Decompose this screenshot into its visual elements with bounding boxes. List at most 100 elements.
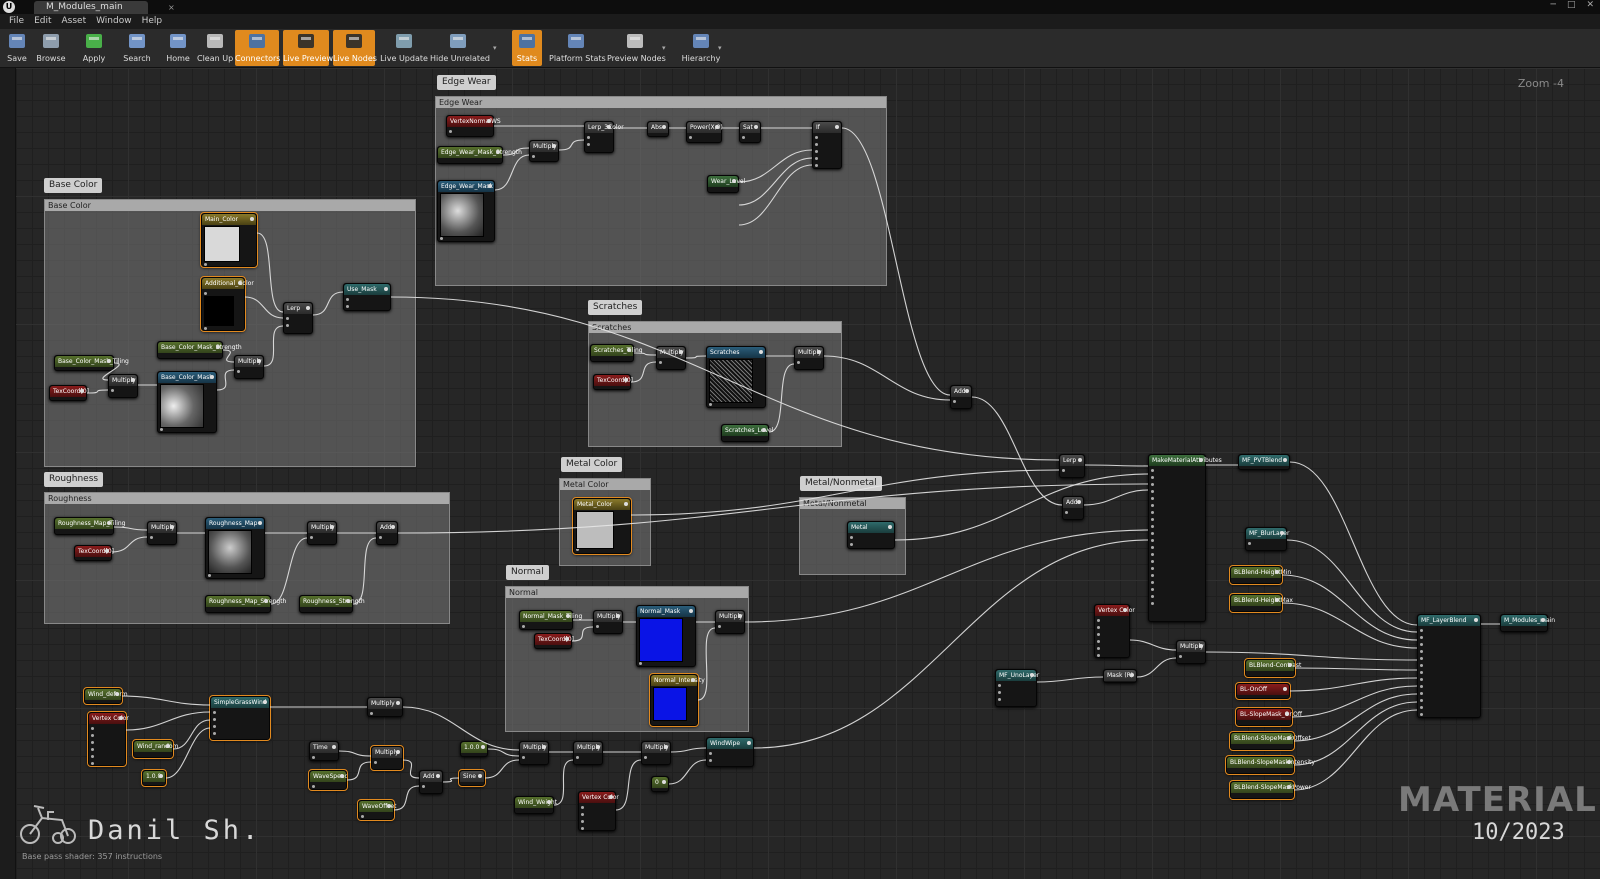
output-pin-icon[interactable] bbox=[609, 795, 613, 799]
node-1-0-0[interactable]: 1.0.0 bbox=[460, 741, 488, 757]
node-multiply[interactable]: Multiply bbox=[147, 521, 177, 545]
output-pin-icon[interactable] bbox=[1199, 644, 1203, 648]
output-pin-icon[interactable] bbox=[624, 502, 628, 506]
output-pin-icon[interactable] bbox=[496, 150, 500, 154]
output-pin-icon[interactable] bbox=[1280, 531, 1284, 535]
output-pin-icon[interactable] bbox=[1287, 760, 1291, 764]
toolbar-hide-unrelated-button[interactable]: Hide Unrelated bbox=[430, 30, 490, 66]
input-pin-icon[interactable] bbox=[522, 625, 525, 628]
node-blblend-heightmax[interactable]: BLBlend-HeightMax bbox=[1229, 593, 1293, 613]
output-pin-icon[interactable] bbox=[888, 525, 892, 529]
toolbar-hierarchy-button[interactable]: Hierarchy bbox=[680, 30, 722, 66]
comment-bubble-edge-wear[interactable]: Edge Wear bbox=[437, 75, 496, 90]
node-normal-intensity[interactable]: Normal_Intensity bbox=[649, 673, 705, 727]
input-pin-icon[interactable] bbox=[1151, 469, 1154, 472]
output-pin-icon[interactable] bbox=[210, 375, 214, 379]
output-pin-icon[interactable] bbox=[664, 745, 668, 749]
input-pin-icon[interactable] bbox=[1151, 483, 1154, 486]
input-pin-icon[interactable] bbox=[1097, 633, 1100, 636]
input-pin-icon[interactable] bbox=[709, 752, 712, 755]
node-bl-onoff[interactable]: BL-OnOff bbox=[1235, 682, 1291, 700]
output-pin-icon[interactable] bbox=[547, 800, 551, 804]
input-pin-icon[interactable] bbox=[639, 662, 642, 665]
node-scratches[interactable]: Scratches bbox=[706, 346, 766, 408]
output-pin-icon[interactable] bbox=[762, 428, 766, 432]
node-if[interactable]: If bbox=[812, 121, 842, 169]
node-additional-color[interactable]: Additional_Color bbox=[200, 276, 254, 332]
comment-bubble-normal[interactable]: Normal bbox=[506, 565, 549, 580]
input-pin-icon[interactable] bbox=[596, 625, 599, 628]
node-lerp[interactable]: Lerp bbox=[1059, 454, 1085, 478]
node-roughness-strength[interactable]: Roughness_Strength bbox=[299, 595, 365, 613]
node-mf-unolayer[interactable]: MF_UnoLayer bbox=[995, 669, 1039, 707]
input-pin-icon[interactable] bbox=[213, 711, 216, 714]
document-tab[interactable]: M_Modules_main× bbox=[34, 1, 175, 14]
input-pin-icon[interactable] bbox=[1420, 629, 1423, 632]
input-pin-icon[interactable] bbox=[1420, 699, 1423, 702]
input-pin-icon[interactable] bbox=[1065, 511, 1068, 514]
node-wear-level[interactable]: Wear_Level bbox=[707, 175, 745, 193]
input-pin-icon[interactable] bbox=[91, 755, 94, 758]
output-pin-icon[interactable] bbox=[250, 217, 254, 221]
output-pin-icon[interactable] bbox=[391, 525, 395, 529]
node-waveoffset[interactable]: WaveOffset bbox=[357, 799, 397, 821]
output-pin-icon[interactable] bbox=[1199, 458, 1203, 462]
input-pin-icon[interactable] bbox=[91, 727, 94, 730]
input-pin-icon[interactable] bbox=[440, 237, 443, 240]
input-pin-icon[interactable] bbox=[111, 389, 114, 392]
input-pin-icon[interactable] bbox=[370, 712, 373, 715]
comment-bubble-scratches[interactable]: Scratches bbox=[588, 300, 643, 315]
input-pin-icon[interactable] bbox=[374, 761, 377, 764]
output-pin-icon[interactable] bbox=[627, 348, 631, 352]
input-pin-icon[interactable] bbox=[379, 536, 382, 539]
input-pin-icon[interactable] bbox=[1151, 567, 1154, 570]
toolbar-apply-button[interactable]: Apply bbox=[78, 30, 110, 66]
node-wind-random[interactable]: Wind_random bbox=[132, 739, 178, 759]
toolbar-save-button[interactable]: Save bbox=[3, 30, 31, 66]
input-pin-icon[interactable] bbox=[208, 574, 211, 577]
output-pin-icon[interactable] bbox=[715, 125, 719, 129]
node-add[interactable]: Add bbox=[950, 385, 972, 409]
output-pin-icon[interactable] bbox=[1474, 618, 1478, 622]
output-pin-icon[interactable] bbox=[747, 741, 751, 745]
dropdown-arrow-icon[interactable]: ▾ bbox=[662, 44, 666, 52]
input-pin-icon[interactable] bbox=[998, 698, 1001, 701]
input-pin-icon[interactable] bbox=[998, 684, 1001, 687]
input-pin-icon[interactable] bbox=[1151, 595, 1154, 598]
input-pin-icon[interactable] bbox=[286, 324, 289, 327]
output-pin-icon[interactable] bbox=[1541, 618, 1545, 622]
output-pin-icon[interactable] bbox=[607, 125, 611, 129]
input-pin-icon[interactable] bbox=[150, 536, 153, 539]
node-mf-layerblend[interactable]: MF_LayerBlend bbox=[1417, 614, 1481, 718]
node-main-color[interactable]: Main_Color bbox=[200, 212, 258, 268]
input-pin-icon[interactable] bbox=[1097, 640, 1100, 643]
node-makematerialattributes[interactable]: MakeMaterialAttributes bbox=[1148, 454, 1222, 622]
toolbar-platform-stats-button[interactable]: Platform Stats bbox=[549, 30, 606, 66]
comment-bubble-roughness[interactable]: Roughness bbox=[44, 472, 104, 487]
input-pin-icon[interactable] bbox=[718, 625, 721, 628]
node-sat[interactable]: Sat bbox=[739, 121, 761, 143]
input-pin-icon[interactable] bbox=[213, 718, 216, 721]
toolbar-home-button[interactable]: Home bbox=[164, 30, 192, 66]
output-pin-icon[interactable] bbox=[340, 774, 344, 778]
node-edge-wear-mask-strength[interactable]: Edge_Wear_Mask_Strength bbox=[437, 146, 522, 164]
node-mf-pvtblend[interactable]: MF_PVTBlend bbox=[1238, 454, 1290, 470]
input-pin-icon[interactable] bbox=[709, 403, 712, 406]
node-base-color-mask[interactable]: Base_Color_Mask bbox=[157, 371, 217, 433]
input-pin-icon[interactable] bbox=[659, 361, 662, 364]
input-pin-icon[interactable] bbox=[576, 548, 579, 551]
output-pin-icon[interactable] bbox=[396, 750, 400, 754]
node-normal-mask-tiling[interactable]: Normal_Mask_Tiling bbox=[519, 610, 582, 630]
input-pin-icon[interactable] bbox=[815, 143, 818, 146]
input-pin-icon[interactable] bbox=[581, 820, 584, 823]
node-blblend-heightmin[interactable]: BLBlend-HeightMin bbox=[1229, 565, 1291, 585]
input-pin-icon[interactable] bbox=[1420, 678, 1423, 681]
node-wind-deform[interactable]: Wind_deform bbox=[83, 687, 128, 705]
output-pin-icon[interactable] bbox=[107, 521, 111, 525]
input-pin-icon[interactable] bbox=[1151, 539, 1154, 542]
output-pin-icon[interactable] bbox=[691, 678, 695, 682]
node-multiply[interactable]: Multiply bbox=[529, 140, 559, 162]
node-blblend-slopemaskpower[interactable]: BLBlend-SlopeMaskPower bbox=[1229, 780, 1311, 800]
input-pin-icon[interactable] bbox=[1151, 581, 1154, 584]
output-pin-icon[interactable] bbox=[170, 525, 174, 529]
